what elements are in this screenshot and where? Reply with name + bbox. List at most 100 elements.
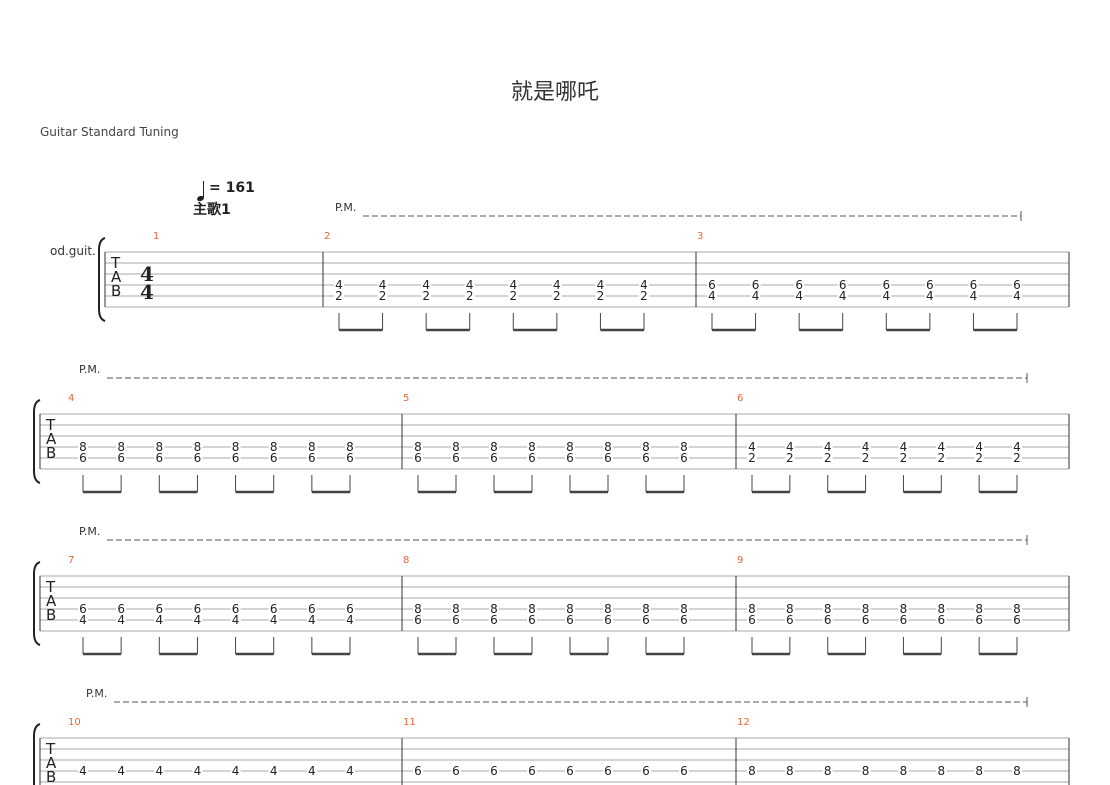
fret-backdrop [565, 765, 575, 776]
fret-number: 6 [926, 278, 934, 292]
fret-number: 8 [824, 602, 832, 616]
fret-backdrop [192, 603, 203, 614]
fret-number: 8 [824, 764, 832, 778]
palm-mute-label: P.M. [79, 525, 100, 538]
fret-number: 8 [1013, 764, 1021, 778]
time-signature-top: 4 [140, 262, 154, 286]
measure-number: 12 [737, 717, 750, 728]
fret-backdrop [451, 441, 461, 452]
fret-backdrop [936, 765, 947, 776]
fret-number: 6 [900, 613, 908, 627]
fret-backdrop [747, 614, 757, 625]
fret-backdrop [116, 441, 127, 452]
fret-backdrop [822, 765, 833, 776]
fret-number: 8 [308, 440, 316, 454]
fret-backdrop [881, 279, 892, 290]
fret-backdrop [451, 765, 461, 776]
fret-backdrop [565, 614, 575, 625]
fret-number: 6 [308, 451, 316, 465]
fret-number: 4 [155, 764, 163, 778]
fret-backdrop [116, 614, 127, 625]
fret-number: 2 [335, 289, 343, 303]
fret-backdrop [345, 765, 355, 776]
tempo-marking: = 161 [209, 180, 255, 196]
fret-number: 2 [553, 289, 561, 303]
fret-backdrop [639, 290, 649, 301]
fret-number: 6 [452, 613, 460, 627]
fret-number: 2 [597, 289, 605, 303]
measure-number: 2 [324, 231, 330, 242]
fret-backdrop [230, 765, 241, 776]
fret-number: 4 [117, 764, 125, 778]
fret-number: 8 [786, 764, 794, 778]
fret-backdrop [421, 290, 432, 301]
fret-backdrop [334, 290, 344, 301]
fret-number: 8 [937, 764, 945, 778]
fret-number: 6 [882, 278, 890, 292]
fret-backdrop [794, 279, 805, 290]
fret-number: 4 [79, 764, 87, 778]
fret-number: 6 [528, 764, 536, 778]
fret-number: 6 [194, 451, 202, 465]
fret-number: 4 [1013, 440, 1021, 454]
fret-backdrop [489, 452, 499, 463]
fret-backdrop [837, 290, 848, 301]
fret-backdrop [268, 603, 279, 614]
fret-backdrop [508, 290, 519, 301]
fret-number: 2 [937, 451, 945, 465]
fret-backdrop [603, 603, 613, 614]
fret-number: 8 [452, 440, 460, 454]
fret-number: 2 [422, 289, 430, 303]
fret-number: 4 [786, 440, 794, 454]
fret-number: 6 [786, 613, 794, 627]
fret-number: 6 [604, 451, 612, 465]
fret-backdrop [451, 603, 461, 614]
fret-backdrop [1012, 279, 1022, 290]
fret-number: 8 [862, 764, 870, 778]
fret-number: 4 [379, 278, 387, 292]
fret-number: 8 [680, 602, 688, 616]
fret-number: 4 [232, 613, 240, 627]
fret-backdrop [116, 765, 127, 776]
fret-backdrop [784, 441, 795, 452]
fret-backdrop [679, 614, 689, 625]
fret-number: 4 [882, 289, 890, 303]
fret-backdrop [268, 614, 279, 625]
fret-number: 6 [604, 613, 612, 627]
fret-backdrop [1012, 603, 1022, 614]
fret-backdrop [1012, 290, 1022, 301]
fret-backdrop [1012, 765, 1022, 776]
tab-clef-letter: B [46, 444, 56, 462]
fret-number: 6 [839, 278, 847, 292]
fret-number: 4 [335, 278, 343, 292]
fret-backdrop [747, 603, 757, 614]
fret-backdrop [641, 603, 651, 614]
fret-backdrop [860, 765, 871, 776]
fret-backdrop [489, 603, 499, 614]
fret-backdrop [860, 614, 871, 625]
fret-number: 2 [748, 451, 756, 465]
section-label: 主歌1 [193, 202, 231, 218]
fret-backdrop [747, 452, 757, 463]
fret-number: 4 [194, 613, 202, 627]
fret-number: 6 [566, 764, 574, 778]
fret-number: 8 [528, 440, 536, 454]
fret-backdrop [78, 452, 88, 463]
measure-number: 7 [68, 555, 74, 566]
measure-number: 1 [153, 231, 159, 242]
fret-backdrop [116, 452, 127, 463]
fret-backdrop [603, 452, 613, 463]
fret-backdrop [464, 290, 475, 301]
fret-number: 4 [824, 440, 832, 454]
tab-clef-letter: B [46, 606, 56, 624]
fret-number: 6 [862, 613, 870, 627]
fret-backdrop [345, 452, 355, 463]
fret-backdrop [968, 290, 979, 301]
fret-backdrop [78, 603, 88, 614]
fret-backdrop [679, 765, 689, 776]
fret-number: 8 [79, 440, 87, 454]
fret-number: 2 [466, 289, 474, 303]
fret-backdrop [639, 279, 649, 290]
palm-mute-label: P.M. [86, 687, 107, 700]
fret-backdrop [603, 441, 613, 452]
